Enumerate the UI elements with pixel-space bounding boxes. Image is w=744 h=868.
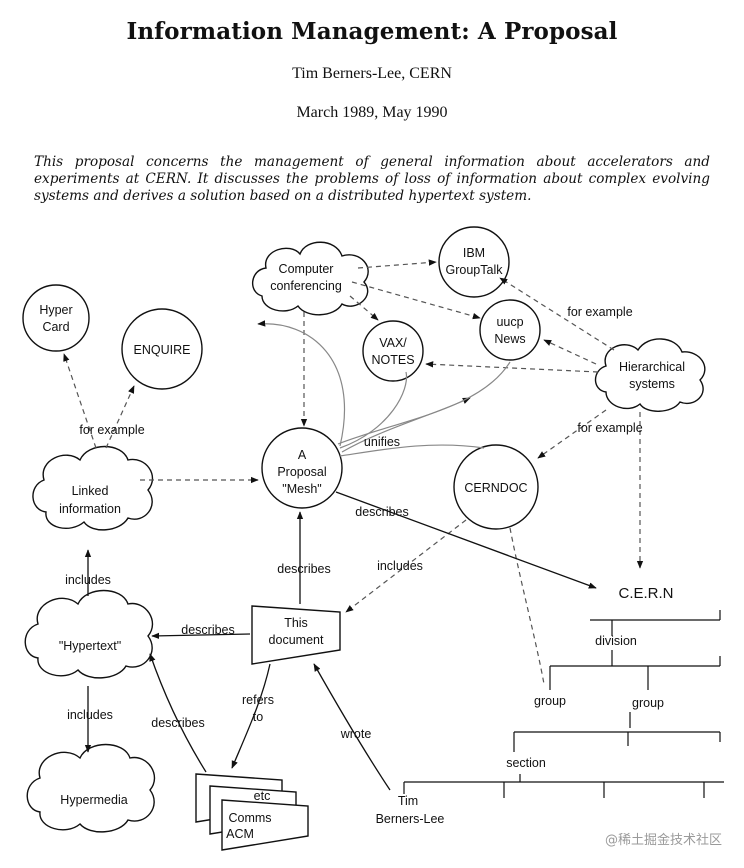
tree-group-label-2: group <box>632 696 664 710</box>
tree-group-label-1: group <box>534 694 566 708</box>
edge-label-refers-2: to <box>253 710 263 724</box>
edge-label-describes-cern: describes <box>355 505 409 519</box>
linked-information-label-2: information <box>59 502 121 516</box>
proposal-mesh-node <box>261 427 343 509</box>
hierarchical-systems-cloud <box>594 338 706 412</box>
comms-acm-label-2: ACM <box>226 827 254 841</box>
ibm-grouptalk-node <box>438 226 510 298</box>
hypercard-label-1: Hyper <box>39 303 72 317</box>
document-title: Information Management: A Proposal <box>126 18 618 45</box>
edge-label-includes-bottom: includes <box>67 708 113 722</box>
tim-berners-lee-label-1: Tim <box>398 794 418 808</box>
uucp-news-label-1: uucp <box>496 315 523 329</box>
proposal-mesh-label-1: A <box>298 448 307 462</box>
uucp-news-node <box>479 299 541 361</box>
tim-berners-lee-label-2: Berners-Lee <box>376 812 445 826</box>
hypercard-label-2: Card <box>42 320 69 334</box>
edge-label-describes-acm: describes <box>151 716 205 730</box>
computer-conferencing-label-2: conferencing <box>270 279 342 293</box>
tree-root-label: C.E.R.N <box>618 585 673 602</box>
ibm-grouptalk-label-2: GroupTalk <box>446 263 504 277</box>
hypermedia-cloud <box>26 743 156 833</box>
hypermedia-label: Hypermedia <box>60 793 127 807</box>
edge-label-for-example-right-mid: for example <box>577 421 642 435</box>
this-document-node <box>251 605 341 665</box>
comms-acm-label-1: Comms <box>228 811 271 825</box>
edge-label-includes-cerndoc: includes <box>377 559 423 573</box>
etc-label: etc <box>254 789 271 803</box>
uucp-news-label-2: News <box>494 332 525 346</box>
edge-label-describes-mesh: describes <box>277 562 331 576</box>
edge-label-refers-1: refers <box>242 693 274 707</box>
this-document-label-2: document <box>269 633 324 647</box>
tree-section-label: section <box>506 756 546 770</box>
vax-notes-label-2: NOTES <box>371 353 414 367</box>
document-date: March 1989, May 1990 <box>296 104 448 121</box>
vax-notes-label-1: VAX/ <box>379 336 407 350</box>
this-document-label-1: This <box>284 616 308 630</box>
comms-acm-node <box>221 799 309 851</box>
vax-notes-node <box>362 320 424 382</box>
edge-label-describes-hypertext: describes <box>181 623 235 637</box>
watermark: @稀土掘金技术社区 <box>604 833 722 848</box>
hypertext-label: "Hypertext" <box>59 639 121 653</box>
edge-label-for-example-right-top: for example <box>567 305 632 319</box>
linked-information-label-1: Linked <box>72 484 109 498</box>
computer-conferencing-cloud <box>252 241 369 316</box>
document-author: Tim Berners-Lee, CERN <box>292 65 452 82</box>
hierarchical-systems-label-1: Hierarchical <box>619 360 685 374</box>
hierarchical-systems-label-2: systems <box>629 377 675 391</box>
proposal-mesh-label-2: Proposal <box>277 465 326 479</box>
edge-label-for-example-left: for example <box>79 423 144 437</box>
linked-information-cloud <box>32 445 154 531</box>
edge-label-wrote: wrote <box>340 727 372 741</box>
edge-label-unifies: unifies <box>364 435 400 449</box>
hypercard-node <box>22 284 90 352</box>
ibm-grouptalk-label-1: IBM <box>463 246 485 260</box>
document-abstract: This proposal concerns the management of… <box>34 154 710 204</box>
cerndoc-node <box>453 444 539 530</box>
tree-division-label: division <box>595 634 637 648</box>
edge-label-includes-top: includes <box>65 573 111 587</box>
proposal-mesh-label-3: "Mesh" <box>282 482 321 496</box>
cerndoc-label: CERNDOC <box>464 481 527 495</box>
hypertext-cloud <box>24 589 154 679</box>
enquire-node <box>121 308 203 390</box>
enquire-label: ENQUIRE <box>134 343 191 357</box>
computer-conferencing-label-1: Computer <box>279 262 334 276</box>
